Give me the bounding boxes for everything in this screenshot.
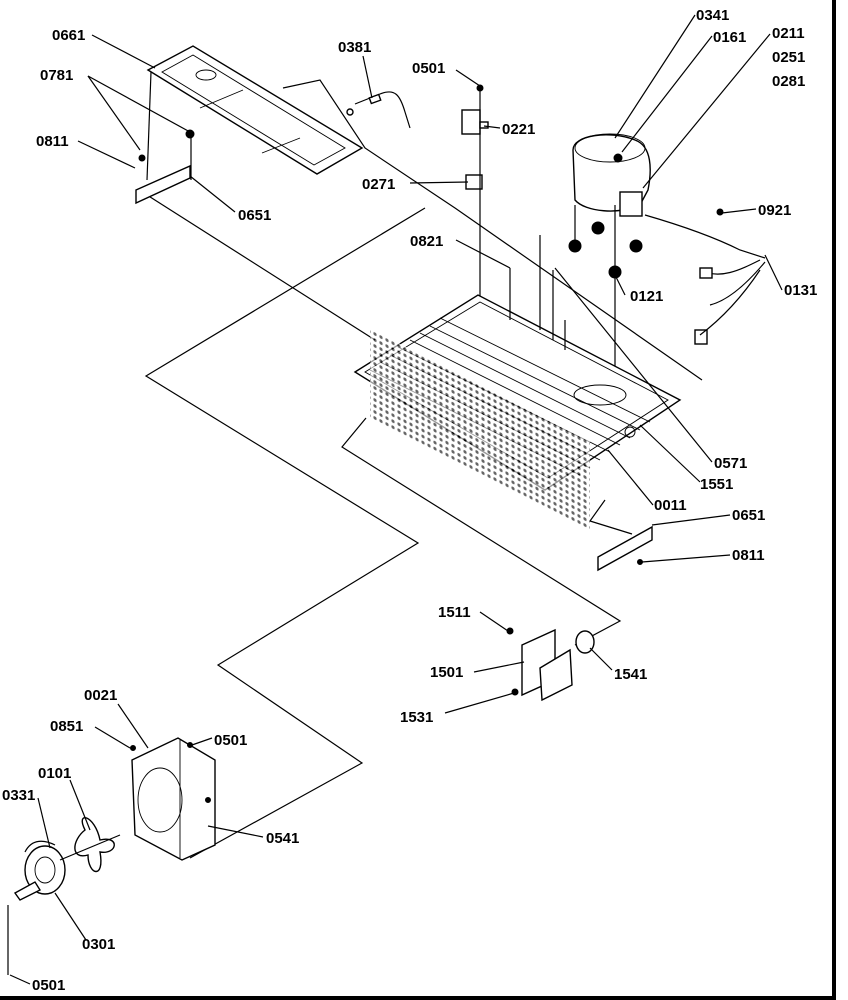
label-0131: 0131 bbox=[784, 282, 817, 299]
condenser-coils bbox=[369, 317, 651, 531]
mount-bracket-assembly bbox=[506, 627, 595, 702]
compressor bbox=[568, 133, 651, 420]
label-0501: 0501 bbox=[412, 60, 445, 77]
label-0271: 0271 bbox=[362, 176, 395, 193]
condenser-tray bbox=[353, 235, 682, 531]
left-bracket bbox=[135, 129, 195, 205]
right-bracket bbox=[597, 525, 653, 572]
label-0331: 0331 bbox=[2, 787, 35, 804]
label-1511: 1511 bbox=[438, 604, 471, 621]
part-labels: 0661 0781 0811 0651 0381 0501 0221 0271 … bbox=[2, 7, 817, 994]
label-0821: 0821 bbox=[410, 233, 443, 250]
label-0251: 0251 bbox=[772, 49, 805, 66]
label-0221: 0221 bbox=[502, 121, 535, 138]
label-0921: 0921 bbox=[758, 202, 791, 219]
fan-shroud bbox=[130, 737, 216, 861]
label-0101: 0101 bbox=[38, 765, 71, 782]
label-0121: 0121 bbox=[630, 288, 663, 305]
label-0501-bottom: 0501 bbox=[32, 977, 65, 994]
label-0571: 0571 bbox=[714, 455, 747, 472]
wiring-harness bbox=[644, 208, 766, 345]
label-0851: 0851 bbox=[50, 718, 83, 735]
label-0281: 0281 bbox=[772, 73, 805, 90]
sensor-wire bbox=[346, 91, 411, 129]
label-0541: 0541 bbox=[266, 830, 299, 847]
label-0011: 0011 bbox=[654, 497, 687, 514]
label-1531: 1531 bbox=[400, 709, 433, 726]
label-0651: 0651 bbox=[238, 207, 271, 224]
fan-blade bbox=[74, 817, 115, 873]
label-1541: 1541 bbox=[614, 666, 647, 683]
label-0301: 0301 bbox=[82, 936, 115, 953]
label-0661: 0661 bbox=[52, 27, 85, 44]
fan-motor bbox=[7, 834, 121, 975]
label-0811-right: 0811 bbox=[732, 547, 765, 564]
label-0211: 0211 bbox=[772, 25, 805, 42]
label-0501-fan: 0501 bbox=[214, 732, 247, 749]
label-0811: 0811 bbox=[36, 133, 69, 150]
relay-parts bbox=[461, 84, 489, 300]
top-cover-panel bbox=[146, 45, 364, 181]
assembly-guide-lines bbox=[144, 79, 703, 859]
label-0161: 0161 bbox=[713, 29, 746, 46]
label-0021: 0021 bbox=[84, 687, 117, 704]
label-1551: 1551 bbox=[700, 476, 733, 493]
label-0651-right: 0651 bbox=[732, 507, 765, 524]
label-1501: 1501 bbox=[430, 664, 463, 681]
label-0341: 0341 bbox=[696, 7, 729, 24]
label-0381: 0381 bbox=[338, 39, 371, 56]
leader-lines bbox=[9, 14, 783, 985]
label-0781: 0781 bbox=[40, 67, 73, 84]
